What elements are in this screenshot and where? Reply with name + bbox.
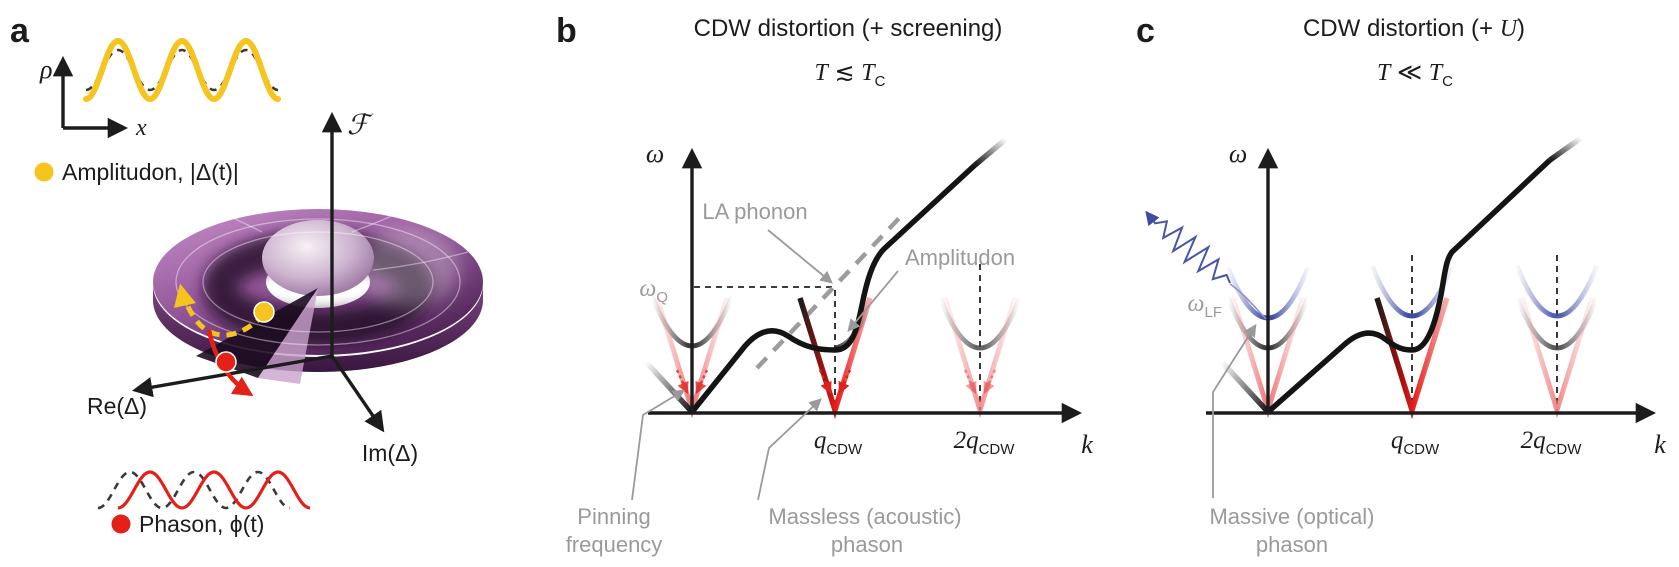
omega-lf-label: ωLF — [1188, 291, 1222, 321]
legend-amplitudon-text: Amplitudon, |Δ(t)| — [62, 159, 239, 185]
panel-b-title: CDW distortion (+ screening) — [694, 15, 1003, 42]
massive-phason-branch-2q-c — [1514, 265, 1600, 319]
massive-phason-label-line1: Massive (optical) — [1209, 504, 1374, 529]
dispersion-tip-fade-b — [973, 136, 1008, 168]
dispersion-curve-c — [1266, 157, 1552, 415]
la-phonon-label: LA phonon — [702, 199, 807, 224]
qcdw-tick-c: qCDW — [1391, 427, 1440, 458]
panel-c-label: c — [1136, 12, 1155, 50]
k-axis-label-c: k — [1654, 430, 1666, 459]
panel-a-label: a — [10, 12, 30, 50]
legend-phason-text: Phason, ϕ(t) — [139, 511, 264, 537]
massless-phason-arrow — [757, 398, 822, 501]
massless-phason-branch-b — [797, 297, 873, 420]
hat-mode-arrows — [173, 283, 275, 397]
panel-c-title: CDW distortion (+ U) — [1303, 15, 1525, 42]
2qcdw-tick-c: 2qCDW — [1521, 427, 1583, 458]
amplitudon-ball — [253, 301, 275, 323]
la-phonon-dashed-dispersion — [755, 210, 907, 370]
panel-a: a ρ x Amplitudon, |Δ(t)| — [10, 12, 483, 537]
massive-phason-arrow — [1212, 323, 1257, 498]
massless-phason-label-line2: phason — [831, 532, 903, 557]
hat-central-hump — [262, 220, 374, 296]
pinning-frequency-label-line2: frequency — [566, 532, 663, 557]
dispersion-tip-fade-c — [1548, 135, 1583, 163]
amplitudon-label-b: Amplitudon — [905, 245, 1015, 270]
light-pulse-wavy-arrow — [1145, 210, 1231, 284]
re-delta-axis — [131, 354, 333, 398]
inset-ylabel: ρ — [39, 55, 52, 84]
im-delta-axis-label: Im(Δ) — [362, 440, 418, 466]
phason-red-wave — [117, 470, 311, 510]
phason-branch-q-c — [1374, 297, 1450, 420]
cdw-density-dashed-wave — [85, 48, 279, 92]
im-delta-axis — [330, 355, 385, 433]
panel-b-annotations: LA phonon Amplitudon Pinning frequency M… — [566, 199, 1015, 557]
amplitudon-arrow — [173, 283, 266, 338]
la-phonon-arrow — [767, 229, 833, 284]
pinning-frequency-label-line1: Pinning — [577, 504, 650, 529]
qcdw-tick-b: qCDW — [814, 427, 863, 458]
legend-phason: Phason, ϕ(t) — [111, 511, 264, 537]
inset-xlabel: x — [135, 115, 147, 141]
light-pulse — [1145, 210, 1267, 320]
legend-amplitudon: Amplitudon, |Δ(t)| — [34, 159, 239, 185]
dispersion-left-fade-c — [1219, 360, 1271, 414]
light-pulse-tail — [1229, 283, 1267, 320]
phason-waves — [97, 470, 311, 510]
panel-c-annotations: Massive (optical) phason — [1209, 323, 1375, 557]
amplitudon-yellow-wave — [83, 37, 281, 103]
omega-axis-label-c: ω — [1229, 139, 1247, 168]
amplitudon-arrow-b — [847, 270, 899, 332]
panel-b-subtitle: T ≲ TC — [814, 59, 885, 90]
phason-dot-icon — [111, 514, 131, 534]
phason-branch-2q-c — [1519, 297, 1595, 419]
massless-phason-label-line1: Massless (acoustic) — [768, 504, 961, 529]
pinning-gap-arrows-b — [675, 369, 997, 395]
k-axis-label-b: k — [1081, 430, 1093, 459]
density-inset-plot: ρ x — [39, 37, 281, 141]
dispersion-left-fade-b — [643, 360, 695, 414]
omega-q-label: ωQ — [639, 276, 668, 306]
panel-c: c CDW distortion (+ U) T ≪ TC ω k — [1136, 12, 1666, 557]
pinning-frequency-arrow — [631, 389, 686, 501]
2qcdw-tick-b: 2qCDW — [954, 427, 1016, 458]
massive-phason-label-line2: phason — [1256, 532, 1328, 557]
phason-branch-2q-b — [942, 297, 1018, 419]
hat-grid-lines — [175, 197, 469, 346]
mexican-hat-potential — [152, 197, 483, 384]
phason-ball — [215, 351, 237, 373]
phason-dashed-wave — [97, 470, 291, 510]
hat-highlight — [356, 228, 460, 308]
free-energy-axis-label: ℱ — [347, 110, 374, 141]
re-delta-axis-label: Re(Δ) — [87, 393, 147, 419]
panel-b-label: b — [556, 12, 577, 50]
dispersion-curve-b — [689, 162, 977, 414]
panel-b: b CDW distortion (+ screening) T ≲ TC — [556, 12, 1093, 557]
panel-c-subtitle: T ≪ TC — [1377, 59, 1453, 90]
omega-axis-label-b: ω — [646, 139, 664, 168]
amplitudon-dot-icon — [34, 162, 54, 182]
